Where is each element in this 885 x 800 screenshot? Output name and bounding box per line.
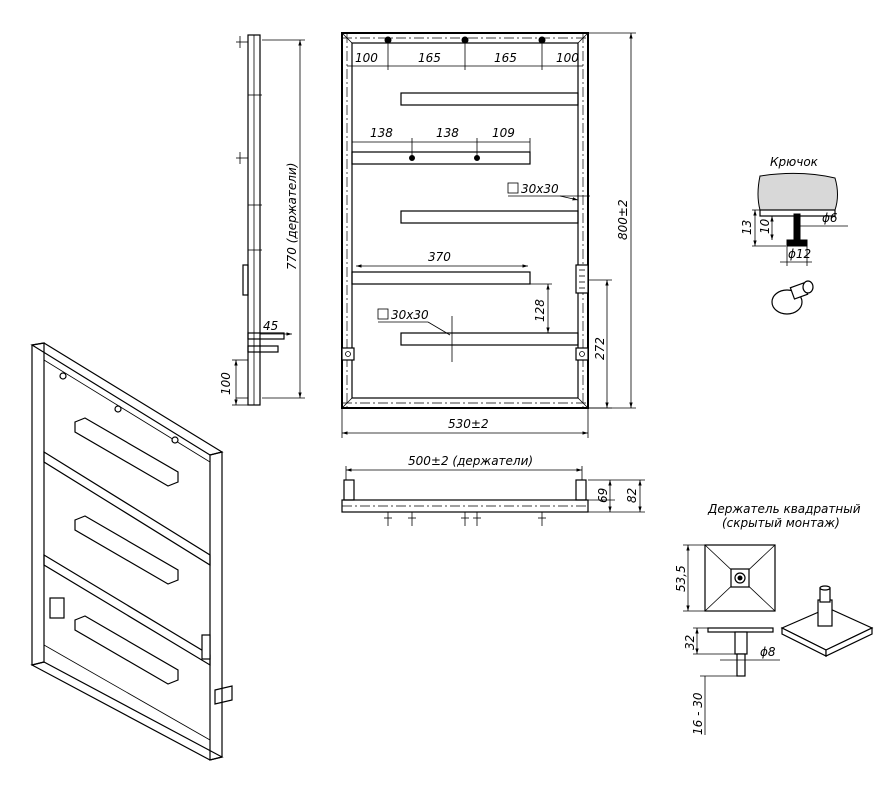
hook-dim-10: 10	[758, 218, 772, 234]
side-view: 770 (держатели) 45 100	[219, 34, 305, 406]
front-view: 100 165 165 100 138 138 109 30x30 370 12…	[341, 32, 636, 438]
top-view: 500±2 (держатели) 69 82	[341, 454, 645, 526]
iso-frame-right	[209, 451, 223, 761]
front-top-dim-2: 165	[494, 51, 517, 65]
hook-detail: Крючок 13 10 ϕ6 ϕ12	[740, 155, 848, 315]
front-hooks	[384, 36, 546, 44]
front-dim-370: 370	[428, 250, 451, 264]
front-bar2-dim-1: 138	[436, 126, 459, 140]
front-dim-800: 800±2	[616, 199, 630, 240]
front-bar-4	[351, 271, 531, 285]
side-dim-45: 45	[263, 319, 278, 333]
hook-title: Крючок	[770, 155, 819, 169]
holder-plate-top	[704, 544, 776, 612]
hook-wall	[757, 172, 838, 211]
front-profile-label-2: 30x30	[391, 308, 429, 322]
front-bar-2	[351, 151, 531, 165]
holder-dim-range: 16 - 30	[691, 692, 705, 735]
side-dim-770: 770 (держатели)	[285, 163, 299, 270]
iso-frame-top	[30, 342, 224, 456]
hook-iso-icon	[771, 280, 814, 315]
side-view-holders	[236, 36, 249, 399]
hook-dim-13: 13	[740, 220, 754, 235]
front-dim-128: 128	[533, 299, 547, 322]
iso-frame-left	[31, 342, 45, 666]
top-view-holders	[384, 512, 546, 526]
top-dim-500: 500±2 (держатели)	[408, 454, 533, 468]
holder-dim-d8: ϕ8	[760, 645, 776, 659]
front-bar2-dim-0: 138	[370, 126, 393, 140]
top-dim-82: 82	[625, 488, 639, 503]
isometric-view	[30, 342, 233, 761]
top-dim-69: 69	[596, 488, 610, 503]
front-bar-3	[400, 210, 579, 224]
iso-bar-1	[74, 417, 179, 487]
holder-title-1: Держатель квадратный	[707, 502, 861, 516]
holder-detail: Держатель квадратный (скрытый монтаж) 53…	[674, 502, 874, 735]
hook-dim-d12: ϕ12	[788, 247, 811, 261]
iso-frame-bottom	[30, 661, 224, 761]
holder-dim-32: 32	[683, 635, 697, 650]
front-top-dim-1: 165	[418, 51, 441, 65]
hook-dim-d6: ϕ6	[822, 211, 838, 225]
front-dim-530: 530±2	[448, 417, 489, 431]
front-bar2-dim-2: 109	[492, 126, 515, 140]
front-top-dim-0: 100	[355, 51, 378, 65]
front-profile-label-1: 30x30	[521, 182, 559, 196]
iso-bar-3	[74, 615, 179, 685]
iso-bar-2	[74, 515, 179, 585]
holder-iso-icon	[780, 585, 874, 657]
front-bar-1	[400, 92, 579, 106]
side-dim-100: 100	[219, 372, 233, 395]
front-bar-5	[400, 332, 579, 346]
holder-dim-53: 53,5	[674, 565, 688, 592]
front-top-dim-3: 100	[556, 51, 579, 65]
front-label-plate	[575, 264, 589, 294]
front-dim-272: 272	[593, 337, 607, 360]
front-frame-outer	[341, 32, 589, 409]
holder-title-2: (скрытый монтаж)	[722, 516, 840, 530]
